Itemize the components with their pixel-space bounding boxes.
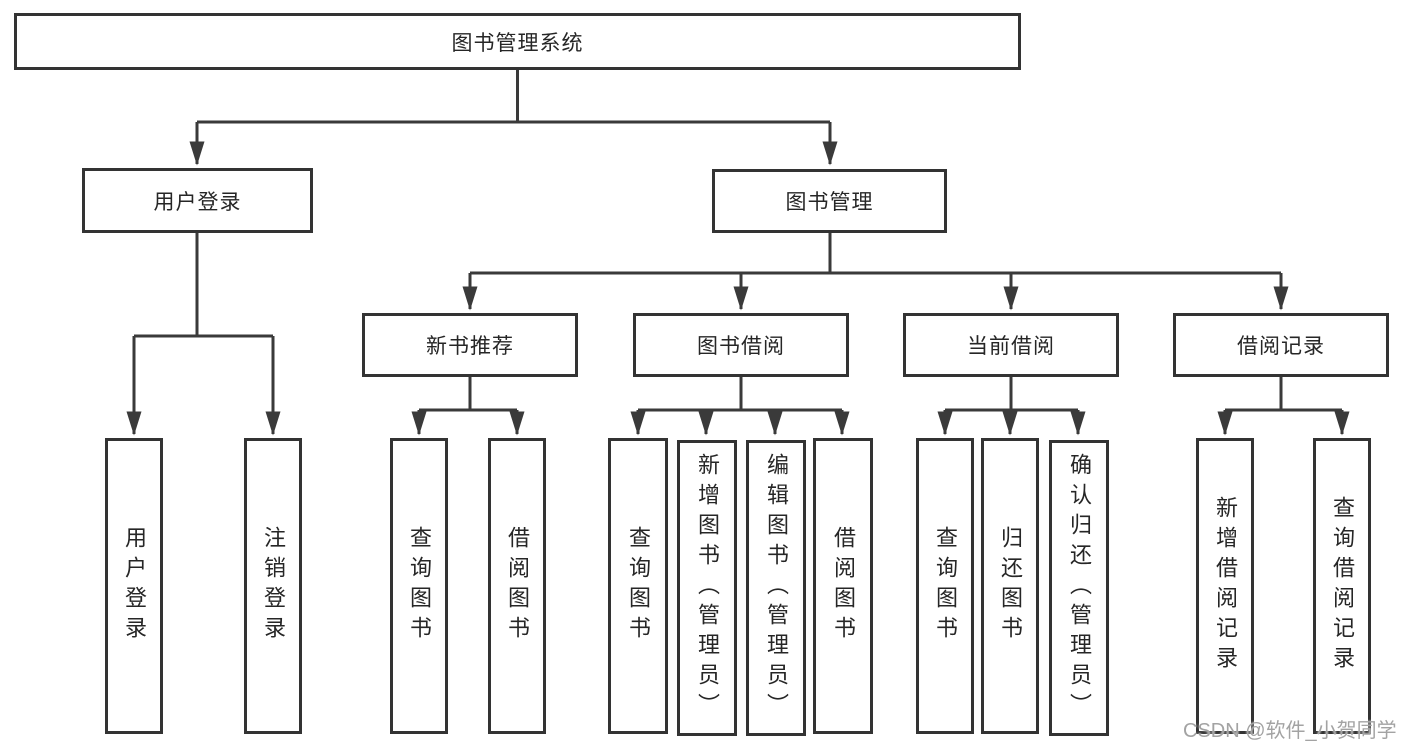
node-book-mgmt: 图书管理 [712, 169, 947, 233]
node-current-borrow: 当前借阅 [903, 313, 1119, 377]
node-label: 当前借阅 [967, 335, 1055, 358]
node-label: 新书推荐 [426, 335, 514, 358]
leaf-current-borrow-query-book: 查询图书 [916, 438, 974, 734]
node-label: 查询借阅记录 [1330, 496, 1355, 676]
node-label: 编辑图书（管理员） [764, 453, 789, 723]
node-label: 图书借阅 [697, 335, 785, 358]
node-label: 用户登录 [153, 190, 242, 214]
node-label: 借阅图书 [831, 526, 856, 646]
node-label: 借阅图书 [505, 526, 530, 646]
node-label: 归还图书 [998, 526, 1023, 646]
leaf-book-borrow-borrow-book: 借阅图书 [813, 438, 873, 734]
node-borrow-records: 借阅记录 [1173, 313, 1389, 377]
node-label: 确认归还（管理员） [1067, 453, 1092, 723]
node-label: 查询图书 [626, 526, 651, 646]
node-label: 图书管理 [785, 191, 874, 214]
leaf-logout: 注销登录 [244, 438, 302, 734]
node-label: 查询图书 [933, 526, 958, 646]
node-label: 注销登录 [261, 526, 286, 646]
leaf-new-book-rec-borrow-book: 借阅图书 [488, 438, 546, 734]
node-root: 图书管理系统 [14, 13, 1021, 70]
leaf-book-borrow-query-book: 查询图书 [608, 438, 668, 734]
node-label: 新增借阅记录 [1213, 496, 1238, 676]
node-new-book-rec: 新书推荐 [362, 313, 578, 377]
leaf-user-login: 用户登录 [105, 438, 163, 734]
node-user-login: 用户登录 [82, 168, 313, 233]
node-label: 借阅记录 [1237, 335, 1325, 358]
leaf-book-borrow-edit-book-admin: 编辑图书（管理员） [746, 440, 806, 736]
watermark: CSDN @软件_小贺同学 [1183, 720, 1397, 742]
leaf-current-borrow-return-book: 归还图书 [981, 438, 1039, 734]
node-label: 新增图书（管理员） [695, 453, 720, 723]
node-label: 用户登录 [122, 526, 147, 646]
node-book-borrow: 图书借阅 [633, 313, 849, 377]
leaf-current-borrow-confirm-return-admin: 确认归还（管理员） [1049, 440, 1109, 736]
node-label: 查询图书 [407, 526, 432, 646]
leaf-borrow-records-add-record: 新增借阅记录 [1196, 438, 1254, 734]
leaf-borrow-records-query-record: 查询借阅记录 [1313, 438, 1371, 734]
node-label: 图书管理系统 [451, 31, 584, 55]
leaf-book-borrow-add-book-admin: 新增图书（管理员） [677, 440, 737, 736]
leaf-new-book-rec-query-book: 查询图书 [390, 438, 448, 734]
